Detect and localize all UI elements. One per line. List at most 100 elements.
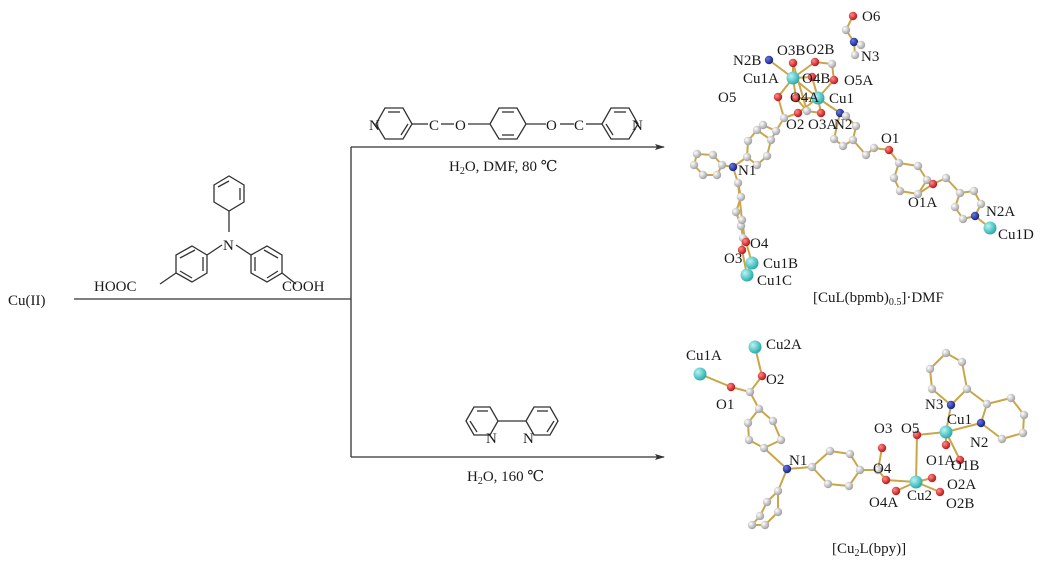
copper-reactant-label: Cu(II) xyxy=(8,293,46,309)
upper-atom-c xyxy=(692,149,702,159)
upper-atom-o xyxy=(741,237,751,247)
lower-atom-o xyxy=(941,440,951,450)
bpmb-linker-carbon-left: C xyxy=(429,118,439,134)
upper-atom-c xyxy=(698,170,708,180)
upper-label-o4b: O4B xyxy=(802,71,830,87)
upper-atom-c xyxy=(733,178,743,188)
lower-atom-c xyxy=(1006,393,1016,403)
upper-atom-o xyxy=(848,11,858,21)
lower-label-o2: O2 xyxy=(766,372,784,388)
upper-atom-c xyxy=(779,113,789,123)
left-carboxyl-label: HOOC xyxy=(94,279,137,295)
lower-atom-o xyxy=(912,430,922,440)
upper-atom-c xyxy=(689,160,699,170)
lower-atom-o xyxy=(881,475,891,485)
upper-atom-c xyxy=(766,135,776,145)
upper-atom-c xyxy=(838,141,848,151)
bpmb-right-nitrogen: N xyxy=(632,118,643,134)
upper-label-n2b: N2B xyxy=(733,53,761,69)
upper-atom-c xyxy=(869,143,879,153)
upper-atom-c xyxy=(976,199,986,209)
upper-atom-o xyxy=(829,75,839,85)
upper-label-cu1a: Cu1A xyxy=(743,71,779,87)
lower-label-o4a: O4A xyxy=(869,495,898,511)
upper-atom-n xyxy=(728,162,738,172)
lower-atom-c xyxy=(744,435,754,445)
upper-atom-o xyxy=(791,93,801,103)
lower-conditions: H2O, 160 ℃ xyxy=(467,469,544,487)
lower-atom-o xyxy=(955,455,965,465)
lower-atom-c xyxy=(982,399,992,409)
upper-atom-o xyxy=(884,145,894,155)
upper-atom-c xyxy=(708,150,718,160)
lower-label-cu2a: Cu2A xyxy=(766,337,802,353)
upper-label-o3: O3 xyxy=(724,251,742,267)
upper-label-o3b: O3B xyxy=(777,43,805,59)
upper-atom-o xyxy=(816,108,826,118)
upper-label-n2a: N2A xyxy=(986,204,1015,220)
bpy-right-nitrogen: N xyxy=(523,431,534,447)
bpmb-linker-oxygen-left: O xyxy=(455,118,466,134)
lower-label-o1: O1 xyxy=(716,397,734,413)
upper-atom-cu xyxy=(740,268,754,282)
upper-atom-o xyxy=(793,108,803,118)
lower-atom-cu xyxy=(939,425,953,439)
upper-atom-c xyxy=(955,188,965,198)
right-carboxyl-label: COOH xyxy=(282,279,325,295)
lower-atom-c xyxy=(776,435,786,445)
upper-atom-c xyxy=(758,120,768,130)
bpmb-linker-oxygen-right: O xyxy=(546,118,557,134)
lower-atom-c xyxy=(873,465,883,475)
lower-atom-cu xyxy=(748,340,762,354)
upper-atom-c xyxy=(913,161,923,171)
upper-atom-c xyxy=(762,151,772,161)
upper-atom-cu xyxy=(745,256,759,270)
bpy-coligand-structure: N N xyxy=(465,406,559,447)
upper-atom-c xyxy=(737,215,747,225)
lower-atom-c xyxy=(844,481,854,491)
upper-bond xyxy=(792,62,808,112)
lower-atom-o xyxy=(935,487,945,497)
lower-label-cu1a: Cu1A xyxy=(686,348,722,364)
lower-bond xyxy=(961,361,968,390)
upper-conditions: H2O, DMF, 80 ℃ xyxy=(449,159,558,177)
upper-atom-c xyxy=(922,175,932,185)
lower-atom-c xyxy=(855,465,865,475)
lower-label-o2a: O2A xyxy=(947,477,976,493)
lower-atom-c xyxy=(754,404,764,414)
upper-atom-c xyxy=(829,134,839,144)
upper-atom-c xyxy=(856,40,866,50)
upper-atom-c xyxy=(895,186,905,196)
upper-label-o1: O1 xyxy=(881,131,899,147)
lower-bond xyxy=(980,422,1003,440)
lower-atom-c xyxy=(941,348,951,358)
upper-atom-n xyxy=(970,211,980,221)
ligand-H2L-structure: N HOOC COOH xyxy=(94,175,325,295)
lower-label-o3: O3 xyxy=(874,421,892,437)
upper-atom-c xyxy=(712,170,722,180)
lower-atom-o xyxy=(726,382,736,392)
upper-label-cu1d: Cu1D xyxy=(998,227,1034,243)
upper-atom-c xyxy=(752,125,762,135)
lower-label-o2b: O2B xyxy=(946,496,974,512)
lower-atom-c xyxy=(845,449,855,459)
lower-atom-n xyxy=(782,464,792,474)
upper-atom-o xyxy=(810,57,820,67)
lower-atom-c xyxy=(768,416,778,426)
lower-bond xyxy=(763,447,788,470)
upper-label-o3a: O3A xyxy=(808,117,837,133)
upper-atom-cu xyxy=(786,71,800,85)
lower-label-o5: O5 xyxy=(901,421,919,437)
upper-atom-c xyxy=(771,126,781,136)
upper-atom-cu xyxy=(811,91,825,105)
bpmb-coligand-structure: N C O O C N xyxy=(369,107,643,140)
lower-atom-c xyxy=(743,418,753,428)
lower-atom-c xyxy=(997,434,1007,444)
lower-label-o1a: O1A xyxy=(926,453,955,469)
upper-label-o2: O2 xyxy=(786,117,804,133)
upper-label-n1: N1 xyxy=(738,163,756,179)
upper-label-o4: O4 xyxy=(750,236,769,252)
upper-atom-n xyxy=(849,37,859,47)
upper-atom-c xyxy=(958,214,968,224)
